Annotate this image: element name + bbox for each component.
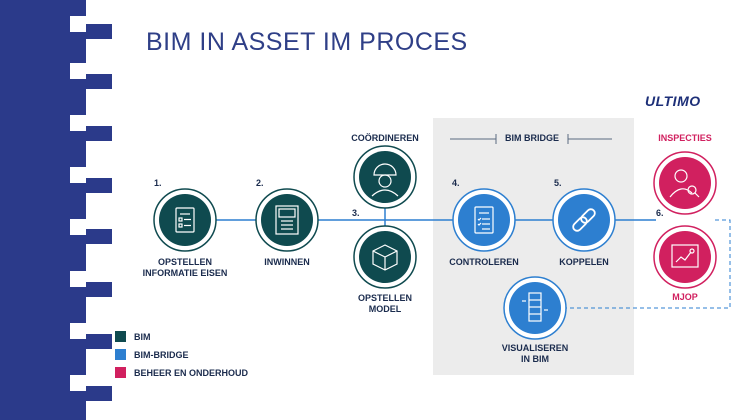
step-controleren — [452, 188, 516, 252]
label-visualiseren: VISUALISEREN IN BIM — [501, 343, 569, 364]
label-opstellen-model: OPSTELLEN MODEL — [357, 293, 412, 314]
label-mjop: MJOP — [672, 292, 698, 302]
step-opstellen-informatie-eisen — [153, 188, 217, 252]
legend-swatch — [115, 331, 126, 342]
step-coordineren — [353, 145, 417, 209]
form-icon — [175, 207, 195, 233]
building-icon — [275, 205, 299, 235]
legend-item-beheer: BEHEER EN ONDERHOUD — [115, 367, 248, 378]
step-number: 5. — [554, 178, 562, 188]
step-number: 6. — [656, 208, 664, 218]
step-koppelen — [552, 188, 616, 252]
label-inspecties: INSPECTIES — [658, 133, 712, 143]
label-inwinnen: INWINNEN — [264, 257, 310, 267]
link-icon — [572, 208, 596, 232]
plan-icon — [671, 244, 699, 268]
worker-icon — [371, 163, 399, 197]
label-controleren: CONTROLEREN — [449, 257, 519, 267]
label-koppelen: KOPPELEN — [559, 257, 609, 267]
inspector-icon — [669, 169, 700, 198]
ultimo-logo: ULTIMO — [645, 93, 701, 109]
legend: BIM BIM-BRIDGE BEHEER EN ONDERHOUD — [115, 331, 248, 378]
legend-label: BEHEER EN ONDERHOUD — [134, 367, 249, 378]
step-visualiseren — [503, 276, 567, 340]
step-number: 1. — [154, 178, 162, 188]
step-inwinnen — [255, 188, 319, 252]
step-number: 4. — [452, 178, 460, 188]
step-number: 2. — [256, 178, 264, 188]
legend-swatch — [115, 367, 126, 378]
checklist-icon — [474, 206, 494, 234]
tower-icon — [522, 292, 548, 322]
label-coordineren: COÖRDINEREN — [351, 133, 419, 143]
legend-item-bim: BIM — [115, 331, 248, 342]
legend-label: BIM-BRIDGE — [134, 349, 189, 360]
side-bar — [0, 0, 112, 420]
page-title: BIM IN ASSET IM PROCES — [146, 28, 468, 56]
legend-item-bim-bridge: BIM-BRIDGE — [115, 349, 248, 360]
cube-icon — [372, 244, 398, 271]
step-mjop — [653, 225, 717, 289]
legend-swatch — [115, 349, 126, 360]
step-inspecties — [653, 151, 717, 215]
label-opstellen-informatie-eisen: OPSTELLEN INFORMATIE EISEN — [142, 257, 228, 278]
step-opstellen-model — [353, 225, 417, 289]
bim-bridge-label: BIM BRIDGE — [505, 133, 559, 143]
step-number: 3. — [352, 208, 360, 218]
legend-label: BIM — [134, 331, 151, 342]
